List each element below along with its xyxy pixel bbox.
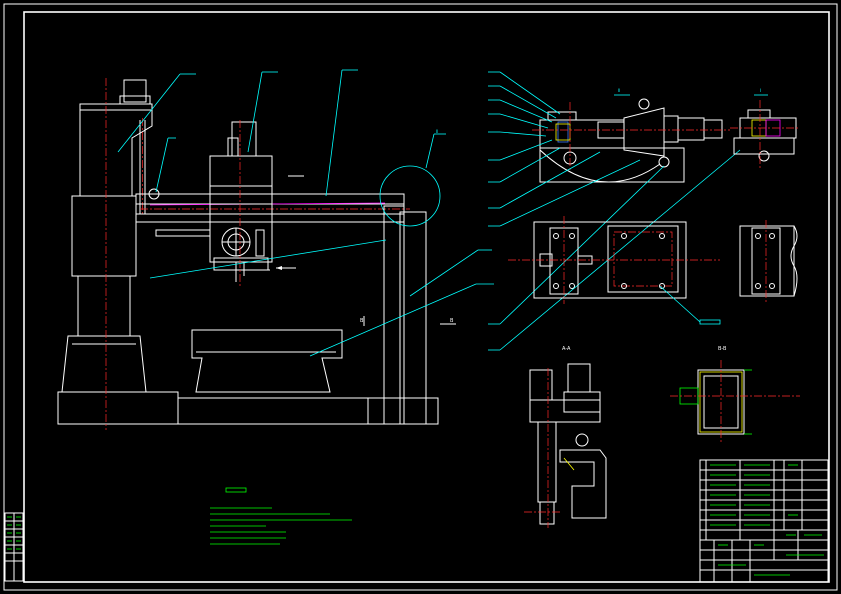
svg-text:II: II <box>618 88 620 93</box>
detail-view-ii <box>532 98 730 183</box>
binding-margin-table <box>4 512 24 582</box>
detail-view-i <box>730 100 800 170</box>
section-a-a <box>524 363 607 528</box>
plan-detail-right <box>739 220 798 302</box>
plan-detail <box>508 216 721 325</box>
svg-text:I: I <box>760 88 761 93</box>
svg-text:B-B: B-B <box>718 346 727 352</box>
detail-circle-ii <box>379 165 441 227</box>
detail-ii-leaders <box>488 71 741 351</box>
svg-text:B: B <box>450 318 454 324</box>
svg-text:II: II <box>436 129 438 134</box>
sheet-frame <box>3 3 838 591</box>
svg-text:B: B <box>360 318 364 324</box>
front-view <box>57 78 439 430</box>
title-block <box>699 459 829 583</box>
svg-text:A-A: A-A <box>562 346 571 352</box>
technical-notes <box>210 487 352 545</box>
front-view-leaders <box>117 69 494 357</box>
section-b-b <box>670 360 800 444</box>
